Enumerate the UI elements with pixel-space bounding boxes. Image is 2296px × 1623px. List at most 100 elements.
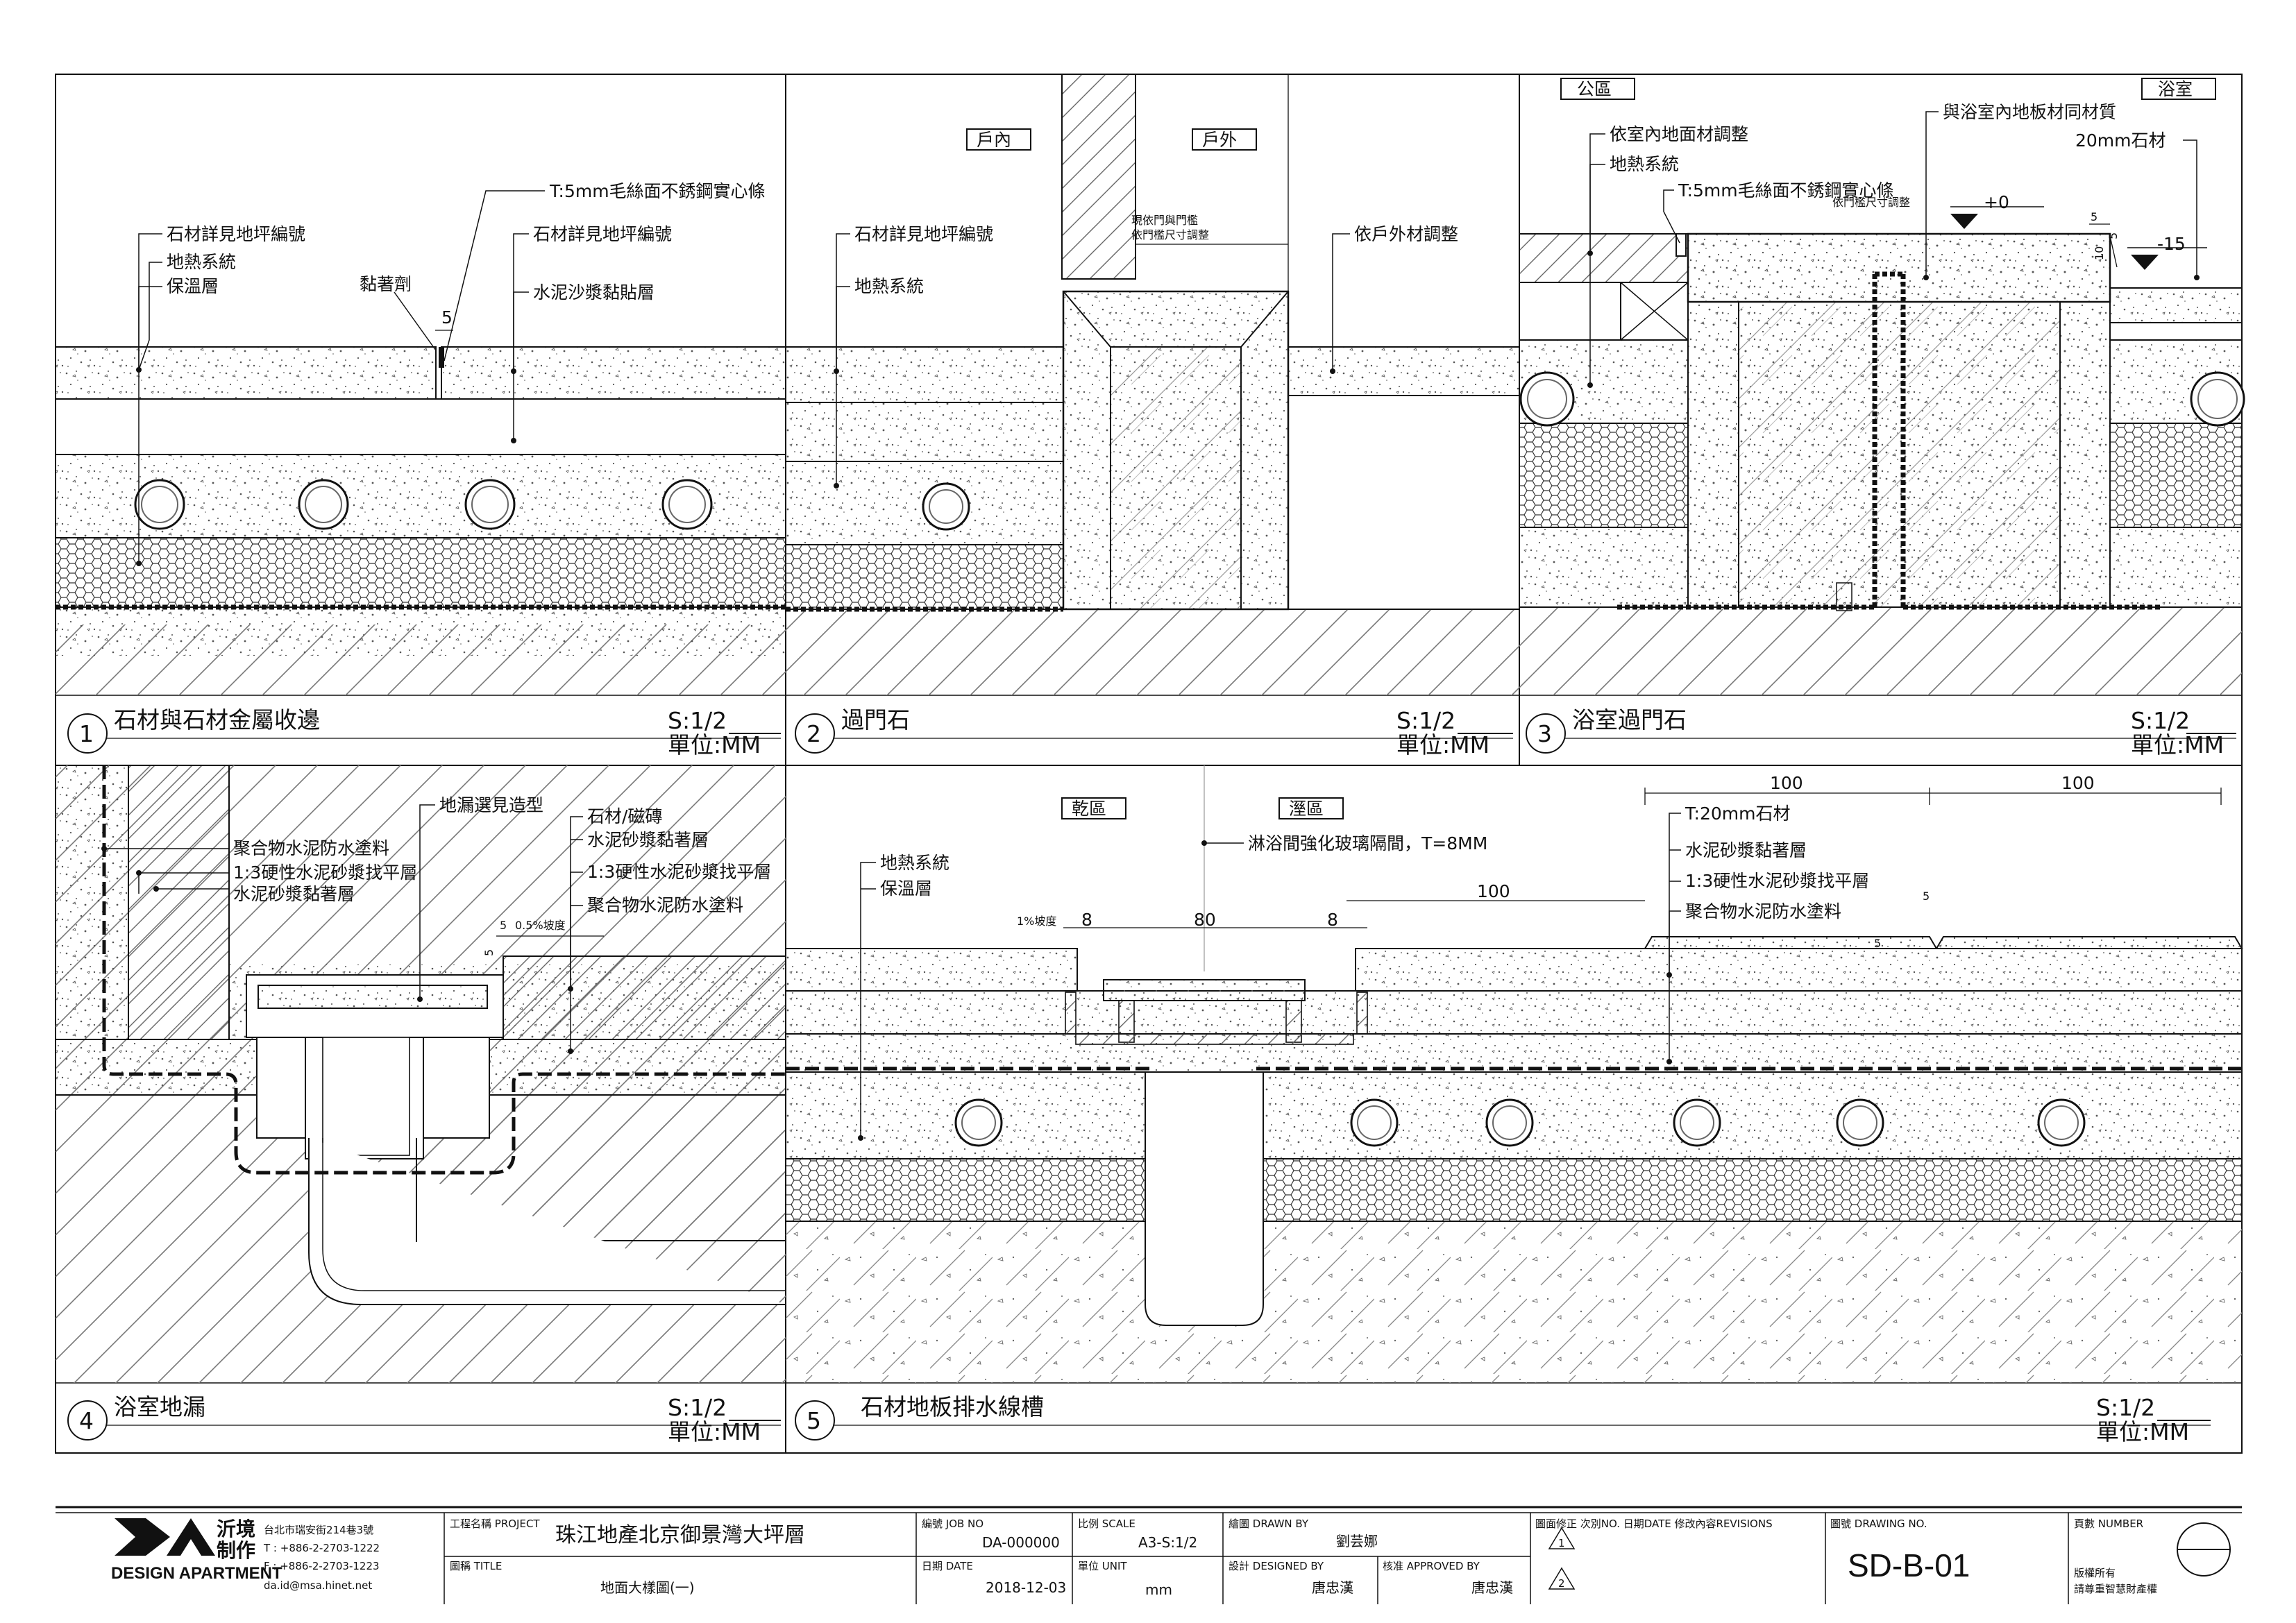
detail-3-bathroom-threshold: 公區 浴室 依室內地面材調整 地熱系統 T:5mm毛絲面不銹鋼實心條 與浴室內地… [1519,78,2245,758]
detail-number-circle [67,713,108,754]
company-fax: F : +886-2-2703-1223 [264,1560,380,1572]
label-mortar-right: 水泥砂漿黏著層 [587,830,709,850]
label-20mm-stone: T:20mm石材 [1685,804,1790,824]
detail-number-circle [795,1400,835,1441]
label-stone-tile: 石材/磁磚 [587,806,662,826]
note-threshold: 依門檻尺寸調整 [1832,196,1910,209]
date-label: 日期 DATE [922,1560,973,1572]
label-insulation: 保溫層 [167,276,219,296]
unit-label: 單位:MM [668,731,761,758]
detail-title: 浴室過門石 [1572,706,1687,733]
dim-100-b: 100 [1770,773,1803,793]
level-minus-15: -15 [2157,234,2186,254]
dim-100-c: 100 [2061,773,2095,793]
detail-number-circle [795,713,835,754]
company-email: da.id@msa.hinet.net [264,1579,372,1592]
label-stone-ref-2: 石材詳見地坪編號 [533,224,672,244]
copyright-1: 版權所有 [2074,1567,2116,1579]
tag-wet-zone: 溼區 [1289,799,1324,819]
date-value: 2018-12-03 [986,1579,1066,1596]
note-door: 現依門與門檻 [1131,214,1198,227]
dim-5b: 5 [1874,937,1881,950]
job-number: DA-000000 [982,1534,1060,1551]
copyright-2: 請尊重智慧財產權 [2074,1583,2157,1595]
detail-number: 1 [79,720,94,747]
title-block: 沂境 制作 DESIGN APARTMENT 台北市瑞安街214巷3號 T : … [56,1506,2242,1604]
dim-slope: 1%坡度 [1017,915,1056,928]
revisions-label: 圖面修正 次別NO. 日期DATE 修改內容REVISIONS [1535,1518,1773,1530]
label-floor-heating: 地熱系統 [880,853,949,873]
tag-dry-zone: 乾區 [1072,799,1106,819]
detail-title: 石材與石材金屬收邊 [114,706,320,733]
dim-5b: 5 [482,949,496,956]
dim-80: 80 [1194,910,1216,930]
approved-label: 核准 APPROVED BY [1383,1560,1480,1572]
detail-4-bathroom-floor-drain: 地漏選見造型 石材/磁磚 聚合物水泥防水塗料 1:3硬性水泥砂漿找平層 水泥砂漿… [55,765,786,1445]
label-same-material: 與浴室內地板材同材質 [1943,102,2116,122]
unit-label: 單位:MM [668,1418,761,1445]
detail-2-threshold-stone: 戶內 戶外 現依門與門檻 依門檻尺寸調整 石材詳見地坪編號 地熱系統 依戶外材調… [785,74,1520,758]
detail-5-stone-drain-channel: 乾區 溼區 地熱系統 保溫層 淋浴間強化玻璃隔間，T=8MM T:20mm石材 … [785,765,2243,1445]
detail-title: 石材地板排水線槽 [861,1393,1044,1420]
dim-5b: 5 [2107,232,2120,239]
dim-10: 10 [2093,246,2106,260]
tag-indoor: 戶內 [977,130,1011,150]
detail-title: 浴室地漏 [114,1393,205,1420]
company-tel: T : +886-2-2703-1222 [263,1542,380,1554]
designed-label: 設計 DESIGNED BY [1229,1560,1324,1572]
note-threshold: 依門檻尺寸調整 [1131,228,1209,241]
label-adhesive: 黏著劑 [360,274,412,294]
drawing-title: 地面大樣圖(一) [600,1579,695,1596]
label-waterproof: 聚合物水泥防水塗料 [1685,901,1841,921]
logo-en: DESIGN APARTMENT [111,1564,282,1583]
revision-2: 2 [1558,1577,1565,1590]
label-glass-partition: 淋浴間強化玻璃隔間，T=8MM [1248,833,1487,853]
scale-label: S:1/2 [2096,1394,2155,1421]
label-floor-heating: 地熱系統 [167,252,236,272]
label-insulation: 保溫層 [880,878,932,899]
pages-label: 頁數 NUMBER [2074,1518,2143,1530]
logo [115,1518,215,1556]
drawn-label: 繪圖 DRAWN BY [1229,1518,1309,1530]
scale-label: S:1/2 [1396,707,1455,734]
label-steel-strip: T:5mm毛絲面不銹鋼實心條 [549,181,766,201]
unit-value: mm [1145,1581,1172,1598]
label-floor-heating: 地熱系統 [854,276,924,296]
logo-cn-2: 制作 [217,1540,255,1561]
label-drain-style: 地漏選見造型 [439,795,543,815]
detail-1-stone-metal-edge: T:5mm毛絲面不銹鋼實心條 石材詳見地坪編號 地熱系統 保溫層 黏著劑 石材詳… [55,181,786,758]
dim-5: 5 [441,307,453,328]
project-label: 工程名稱 PROJECT [450,1518,540,1530]
scale-label: 比例 SCALE [1078,1518,1136,1530]
drawing-number: SD-B-01 [1848,1547,1970,1583]
label-waterproof-left: 聚合物水泥防水塗料 [233,838,389,858]
dim-5: 5 [500,919,507,932]
dim-5: 5 [1923,890,1930,903]
scale-value: A3-S:1/2 [1138,1534,1197,1551]
jobno-label: 編號 JOB NO [922,1518,984,1530]
dim-slope: 0.5%坡度 [515,919,566,932]
detail-number: 2 [807,720,821,747]
label-screed-left: 1:3硬性水泥砂漿找平層 [233,863,417,883]
dim-100-a: 100 [1477,881,1510,901]
label-outdoor-material: 依戶外材調整 [1354,224,1458,244]
designed-by: 唐忠漢 [1312,1579,1353,1596]
unit-label: 單位:MM [2131,731,2224,758]
label-floor-heating: 地熱系統 [1610,154,1679,174]
scale-label: S:1/2 [668,707,727,734]
dim-8-right: 8 [1327,910,1338,930]
tag-public: 公區 [1577,79,1612,99]
label-mortar: 水泥砂漿黏著層 [1685,840,1807,860]
level-zero: +0 [1984,192,2009,212]
logo-cn-1: 沂境 [217,1518,255,1540]
scale-label: S:1/2 [668,1394,727,1421]
scale-label: S:1/2 [2131,707,2190,734]
detail-number: 4 [79,1407,94,1434]
detail-number-circle [67,1400,108,1441]
unit-label: 單位:MM [1396,731,1489,758]
detail-number: 3 [1537,720,1552,747]
detail-number-circle [1526,713,1566,754]
revision-1: 1 [1558,1537,1565,1549]
approved-by: 唐忠漢 [1471,1579,1513,1596]
